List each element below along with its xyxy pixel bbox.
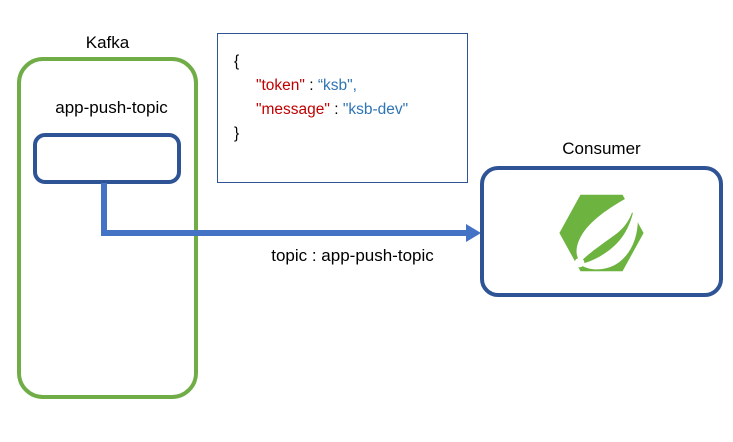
json-key-token: "token" [256, 77, 305, 94]
json-close-brace: } [234, 125, 240, 142]
flow-arrow-label: topic : app-push-topic [271, 246, 434, 265]
consumer-label: Consumer [562, 139, 641, 158]
kafka-topic-box [33, 133, 181, 184]
json-key-message: "message" [256, 101, 330, 118]
spring-leaf-dot [575, 258, 584, 267]
json-line-message: "message" : "ksb-dev" [234, 98, 467, 122]
spring-hexagon [559, 194, 644, 272]
json-payload-box: { "token" : “ksb", "message" : "ksb-dev"… [217, 33, 468, 183]
json-value-message: "ksb-dev" [342, 101, 409, 118]
flow-arrow-head [466, 224, 481, 242]
json-value-token: “ksb", [317, 77, 357, 94]
kafka-label: Kafka [85, 33, 130, 52]
topic-name-label: app-push-topic [55, 98, 168, 117]
spring-boot-logo [559, 194, 644, 272]
json-open-brace: { [234, 53, 240, 70]
json-separator-token: : [304, 77, 318, 94]
json-line-token: "token" : “ksb", [234, 74, 467, 98]
json-separator-message: : [329, 101, 343, 118]
